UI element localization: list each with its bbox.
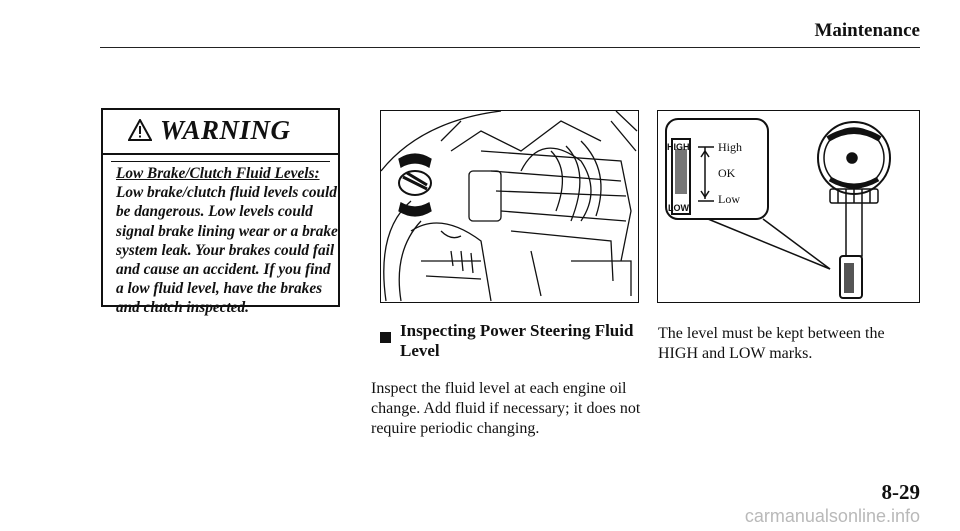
inspection-paragraph: Inspect the fluid level at each engine o… bbox=[371, 380, 641, 437]
section-heading: Inspecting Power Steering Fluid Level bbox=[400, 321, 634, 360]
label-low: Low bbox=[718, 192, 740, 206]
bullet-square-icon bbox=[380, 332, 391, 343]
engine-bay-illustration bbox=[380, 110, 639, 303]
dipstick-illustration: HIGH LOW High OK Low bbox=[657, 110, 920, 303]
label-high: High bbox=[718, 140, 742, 154]
high-mark-label: HIGH bbox=[667, 142, 690, 152]
page-number: 8-29 bbox=[881, 480, 921, 504]
header-rule bbox=[100, 47, 920, 48]
low-mark-label: LOW bbox=[668, 203, 689, 213]
warning-title: WARNING bbox=[127, 115, 291, 146]
power-steering-reservoir-icon bbox=[398, 153, 432, 217]
reservoir-cap-icon bbox=[817, 121, 891, 299]
warning-header: WARNING bbox=[103, 110, 338, 155]
warning-subtitle: Low Brake/Clutch Fluid Levels: bbox=[116, 165, 320, 182]
level-paragraph: The level must be kept between the HIGH … bbox=[658, 325, 885, 362]
warning-divider bbox=[111, 156, 330, 162]
warning-body: Low Brake/Clutch Fluid Levels: Low brake… bbox=[116, 164, 338, 318]
warning-text: Low brake/clutch fluid levels could be d… bbox=[116, 184, 338, 317]
warning-triangle-icon bbox=[127, 117, 153, 141]
label-ok: OK bbox=[718, 166, 736, 180]
section-title: Maintenance bbox=[814, 20, 920, 41]
warning-box: WARNING Low Brake/Clutch Fluid Levels: L… bbox=[101, 108, 340, 316]
warning-title-text: WARNING bbox=[160, 115, 291, 145]
watermark: carmanualsonline.info bbox=[744, 506, 920, 526]
